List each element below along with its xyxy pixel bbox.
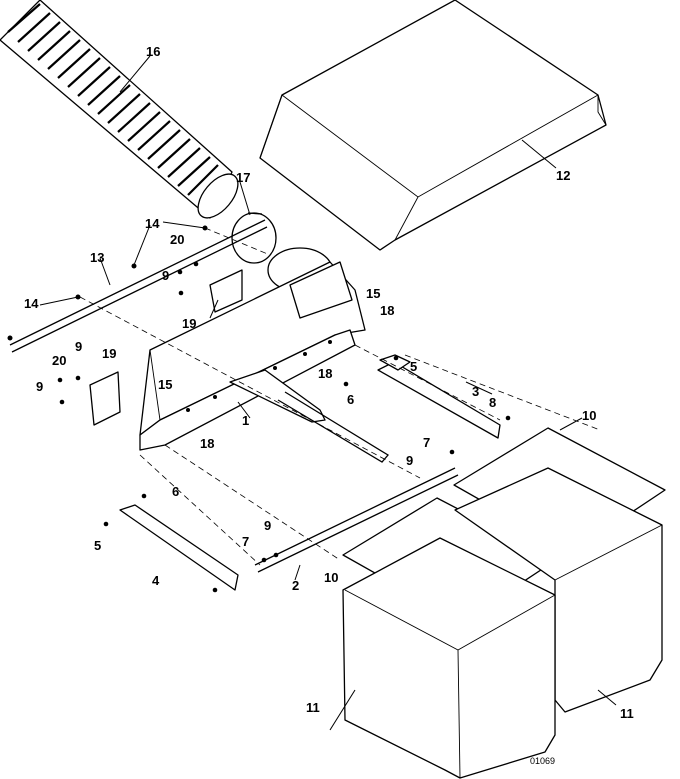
part-right-hanger [343,354,511,439]
callout-19-left: 19 [102,346,116,361]
callout-12: 12 [556,168,570,183]
callout-3: 3 [472,384,479,399]
callout-2: 2 [292,578,299,593]
callout-15-right: 15 [366,286,380,301]
callout-9-b: 9 [36,379,43,394]
callout-18-top: 18 [380,303,394,318]
callout-10-right: 10 [582,408,596,423]
callout-6-right: 6 [347,392,354,407]
callout-18-mid: 18 [318,366,332,381]
callout-5-left: 5 [94,538,101,553]
callout-14-top: 14 [145,216,160,231]
callout-7-left: 7 [242,534,249,549]
part-frame-bar [254,449,459,573]
callout-10-left: 10 [324,570,338,585]
callout-20-top: 20 [170,232,184,247]
callout-19-top: 19 [182,316,196,331]
part-clamp-ring [231,212,277,264]
part-hose [0,0,239,219]
callout-4: 4 [152,573,160,588]
part-chute [139,261,366,451]
callout-18-low: 18 [200,436,214,451]
figure-id: 01069 [530,756,555,766]
callout-9-d: 9 [264,518,271,533]
part-brackets [57,261,243,426]
callout-5-right: 5 [410,359,417,374]
callout-17: 17 [236,170,250,185]
callout-20-left: 20 [52,353,66,368]
part-center-rod [229,369,389,463]
leader-lines [39,55,617,731]
callout-16: 16 [146,44,160,59]
callout-11-left: 11 [306,700,320,715]
part-cover [259,0,607,251]
callout-9-a: 9 [75,339,82,354]
callout-8: 8 [489,395,496,410]
callout-13: 13 [90,250,104,265]
callout-7-right: 7 [423,435,430,450]
callout-9-e: 9 [406,453,413,468]
callout-15-left: 15 [158,377,172,392]
callout-labels: 1 2 3 4 5 5 6 6 7 7 8 9 9 9 9 9 10 10 11… [24,44,634,766]
part-bags [342,467,663,779]
callout-6-left: 6 [172,484,179,499]
callout-9-c: 9 [162,268,169,283]
alignment-lines [79,227,601,566]
callout-14-left: 14 [24,296,39,311]
callout-1: 1 [242,413,249,428]
part-left-hanger [103,493,239,593]
callout-11-right: 11 [620,706,634,721]
